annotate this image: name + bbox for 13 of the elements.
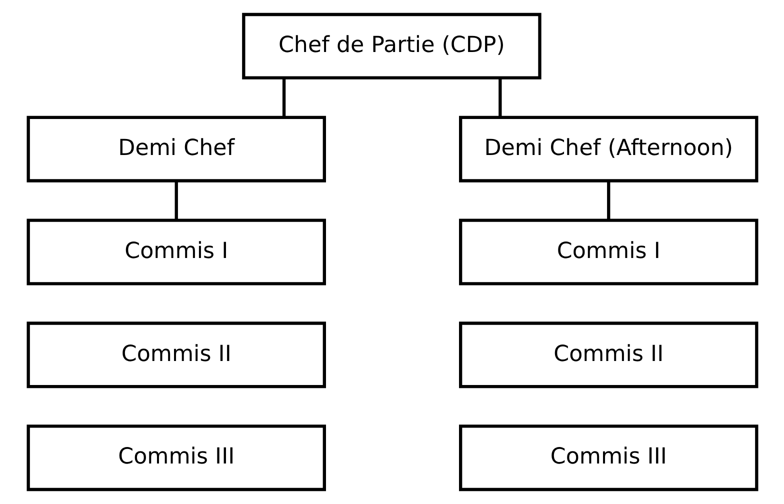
connector [606,181,610,220]
node-box: Commis II [26,322,326,388]
node-box: Commis III [26,424,326,492]
node-box: Demi Chef (Afternoon) [458,116,758,182]
node-box: Commis I [458,218,758,286]
node-box: Demi Chef [26,116,326,182]
node-box: Chef de Partie (CDP) [242,12,541,80]
node-box: Commis III [458,424,758,492]
connector [498,78,502,117]
node-box: Commis I [26,218,326,286]
connector [282,78,286,117]
connector [174,181,178,220]
node-box: Commis II [458,322,758,388]
